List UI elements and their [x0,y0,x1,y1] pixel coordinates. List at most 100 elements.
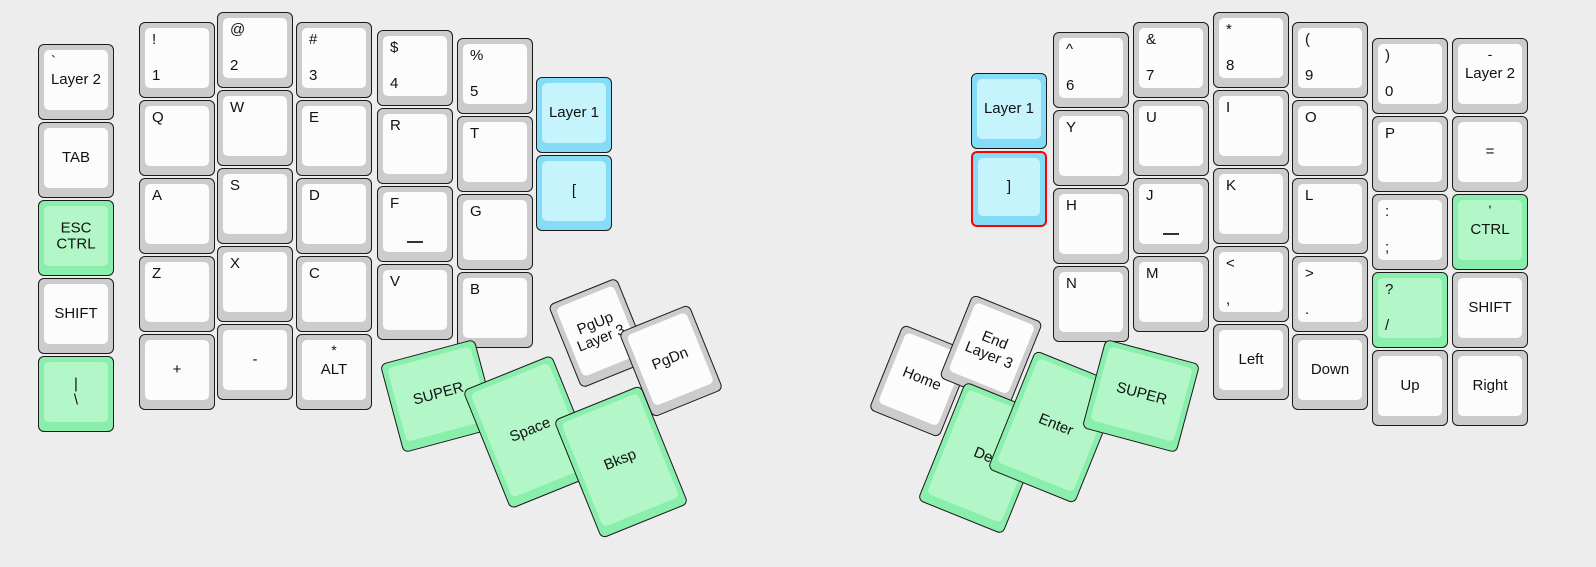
key-minus-layer2-legend-main: Layer 2 [1464,65,1516,83]
key-comma-cap: <, [1219,252,1283,312]
key-pipe-backslash-cap: | \ [44,362,108,422]
key-shift-left[interactable]: SHIFT [38,278,114,354]
key-s-cap: S [223,174,287,234]
key-b-legend-top: B [470,281,481,298]
key-c[interactable]: C [296,256,372,332]
key-u[interactable]: U [1133,100,1209,176]
key-3[interactable]: #3 [296,22,372,98]
key-w-cap: W [223,96,287,156]
key-q[interactable]: Q [139,100,215,176]
key-g-cap: G [463,200,527,260]
key-n[interactable]: N [1053,266,1129,342]
key-bracket-right[interactable]: ] [971,151,1047,227]
key-equals[interactable]: = [1452,116,1528,192]
key-alt-legend-main: ALT [320,361,348,379]
key-esc-ctrl[interactable]: ESC CTRL [38,200,114,276]
key-7[interactable]: &7 [1133,22,1209,98]
key-y[interactable]: Y [1053,110,1129,186]
key-semicolon-cap: :; [1378,200,1442,260]
key-bracket-right-legend-main: ] [1006,178,1012,196]
key-9-cap: (9 [1298,28,1362,88]
key-a[interactable]: A [139,178,215,254]
key-pipe-backslash[interactable]: | \ [38,356,114,432]
key-z[interactable]: Z [139,256,215,332]
key-minus-layer2[interactable]: -Layer 2 [1452,38,1528,114]
key-5-legend-bottom: 5 [470,83,479,101]
key-t-legend-top: T [470,125,480,142]
key-alt-cap: *ALT [302,340,366,400]
key-w[interactable]: W [217,90,293,166]
key-right-legend-main: Right [1472,377,1508,395]
key-0[interactable]: )0 [1372,38,1448,114]
key-layer1-left[interactable]: Layer 1 [536,77,612,153]
key-l[interactable]: L [1292,178,1368,254]
key-left[interactable]: Left [1213,324,1289,400]
key-8-legend-top: * [1226,21,1232,38]
key-x[interactable]: X [217,246,293,322]
key-9[interactable]: (9 [1292,22,1368,98]
key-quote-ctrl-legend-main: CTRL [1470,221,1510,239]
key-0-legend-bottom: 0 [1385,83,1394,101]
key-minus[interactable]: - [217,324,293,400]
key-b[interactable]: B [457,272,533,348]
key-0-cap: )0 [1378,44,1442,104]
key-z-cap: Z [145,262,209,322]
key-e[interactable]: E [296,100,372,176]
key-comma[interactable]: <, [1213,246,1289,322]
key-2[interactable]: @2 [217,12,293,88]
key-5-legend-top: % [470,47,484,64]
key-w-legend-top: W [230,99,245,116]
key-shift-left-cap: SHIFT [44,284,108,344]
key-i[interactable]: I [1213,90,1289,166]
key-8-legend-bottom: 8 [1226,57,1235,75]
key-quote-ctrl[interactable]: 'CTRL [1452,194,1528,270]
key-4-legend-bottom: 4 [390,75,399,93]
key-7-legend-top: & [1146,31,1157,48]
key-grave-layer2[interactable]: `Layer 2 [38,44,114,120]
key-j-legend-top: J [1146,187,1154,204]
key-a-legend-top: A [152,187,163,204]
key-5[interactable]: %5 [457,38,533,114]
key-right[interactable]: Right [1452,350,1528,426]
key-m[interactable]: M [1133,256,1209,332]
key-o-cap: O [1298,106,1362,166]
key-period-legend-bottom: . [1305,301,1310,319]
key-layer1-right[interactable]: Layer 1 [971,73,1047,149]
key-8[interactable]: *8 [1213,12,1289,88]
key-f-legend-top: F [390,195,400,212]
key-f[interactable]: F [377,186,453,262]
key-plus[interactable]: + [139,334,215,410]
key-s-legend-top: S [230,177,241,194]
key-k[interactable]: K [1213,168,1289,244]
key-e-cap: E [302,106,366,166]
key-semicolon[interactable]: :; [1372,194,1448,270]
key-alt[interactable]: *ALT [296,334,372,410]
key-quote-ctrl-cap: 'CTRL [1458,200,1522,260]
key-bracket-left[interactable]: [ [536,155,612,231]
key-6[interactable]: ^6 [1053,32,1129,108]
key-p[interactable]: P [1372,116,1448,192]
key-period[interactable]: >. [1292,256,1368,332]
key-r[interactable]: R [377,108,453,184]
key-layer1-left-legend-main: Layer 1 [548,104,600,122]
key-d[interactable]: D [296,178,372,254]
key-shift-right[interactable]: SHIFT [1452,272,1528,348]
key-6-cap: ^6 [1059,38,1123,98]
key-g[interactable]: G [457,194,533,270]
key-j[interactable]: J [1133,178,1209,254]
key-1[interactable]: !1 [139,22,215,98]
key-slash[interactable]: ?/ [1372,272,1448,348]
key-up[interactable]: Up [1372,350,1448,426]
key-d-cap: D [302,184,366,244]
key-bracket-left-cap: [ [542,161,606,221]
key-h[interactable]: H [1053,188,1129,264]
key-4[interactable]: $4 [377,30,453,106]
key-down[interactable]: Down [1292,334,1368,410]
key-v[interactable]: V [377,264,453,340]
key-t[interactable]: T [457,116,533,192]
key-s[interactable]: S [217,168,293,244]
key-o[interactable]: O [1292,100,1368,176]
key-tab[interactable]: TAB [38,122,114,198]
key-5-cap: %5 [463,44,527,104]
key-x-cap: X [223,252,287,312]
